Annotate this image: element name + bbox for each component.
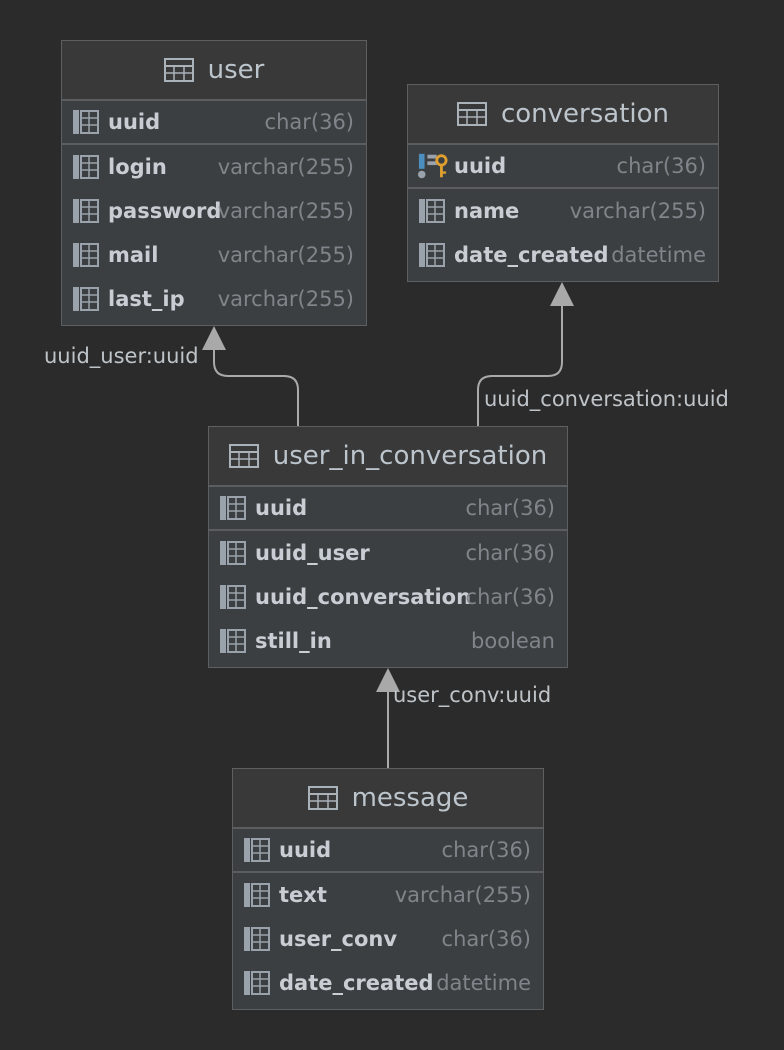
table-header-user-in-conversation[interactable]: user_in_conversation [209, 427, 567, 487]
column-type: varchar(255) [569, 199, 706, 223]
column-type: char(36) [465, 585, 555, 609]
column-name: still_in [255, 629, 332, 653]
column-type: char(36) [465, 541, 555, 565]
column-type: datetime [611, 243, 706, 267]
column-icon [243, 924, 273, 954]
column-name: date_created [454, 243, 609, 267]
column-icon [418, 196, 448, 226]
edge-label-user-conv: user_conv:uuid [393, 683, 552, 707]
column-icon [72, 152, 102, 182]
column-name: uuid [255, 496, 308, 520]
column-type: char(36) [441, 838, 531, 862]
table-icon [163, 58, 194, 82]
table-message[interactable]: message uuid char(36) text varchar(255) … [232, 768, 544, 1010]
arrowhead-uic [376, 668, 400, 692]
column-type: varchar(255) [217, 155, 354, 179]
column-row[interactable]: still_in boolean [209, 619, 567, 663]
edge-label-uuid-conversation: uuid_conversation:uuid [484, 387, 729, 411]
arrowhead-conversation [550, 282, 574, 306]
column-row[interactable]: password varchar(255) [62, 189, 366, 233]
column-name: login [108, 155, 167, 179]
table-title: user [207, 55, 265, 85]
column-name: text [279, 883, 327, 907]
column-row[interactable]: date_created datetime [408, 233, 718, 277]
column-type: char(36) [465, 496, 555, 520]
column-name: uuid [279, 838, 332, 862]
column-type: char(36) [441, 927, 531, 951]
column-type: char(36) [616, 154, 706, 178]
column-type: char(36) [264, 110, 354, 134]
column-icon [72, 107, 102, 137]
column-name: uuid [454, 154, 507, 178]
table-icon [456, 102, 487, 126]
column-icon [219, 582, 249, 612]
column-type: varchar(255) [217, 199, 354, 223]
column-icon [219, 493, 249, 523]
column-row[interactable]: uuid char(36) [209, 487, 567, 531]
table-conversation[interactable]: conversation uuid char(36) name varchar(… [407, 84, 719, 282]
table-title: message [351, 783, 469, 813]
column-row[interactable]: user_conv char(36) [233, 917, 543, 961]
arrowhead-user [202, 326, 226, 350]
column-row[interactable]: uuid_conversation char(36) [209, 575, 567, 619]
edge-label-uuid-user: uuid_user:uuid [44, 344, 199, 368]
table-header-user[interactable]: user [62, 41, 366, 101]
column-row[interactable]: mail varchar(255) [62, 233, 366, 277]
column-type: boolean [471, 629, 555, 653]
column-name: last_ip [108, 287, 185, 311]
table-icon [228, 444, 259, 468]
column-type: varchar(255) [217, 287, 354, 311]
column-name: uuid_conversation [255, 585, 472, 609]
column-row[interactable]: uuid_user char(36) [209, 531, 567, 575]
table-user-in-conversation[interactable]: user_in_conversation uuid char(36) uuid_… [208, 426, 568, 668]
column-icon [243, 835, 273, 865]
column-name: uuid_user [255, 541, 370, 565]
column-name: name [454, 199, 520, 223]
column-icon [243, 880, 273, 910]
column-name: date_created [279, 971, 434, 995]
column-type: varchar(255) [394, 883, 531, 907]
column-name: mail [108, 243, 159, 267]
column-row[interactable]: name varchar(255) [408, 189, 718, 233]
column-icon [243, 968, 273, 998]
column-icon [418, 240, 448, 270]
table-header-message[interactable]: message [233, 769, 543, 829]
column-type: datetime [436, 971, 531, 995]
column-name: password [108, 199, 222, 223]
column-row[interactable]: uuid char(36) [408, 145, 718, 189]
column-icon [72, 284, 102, 314]
column-icon [219, 626, 249, 656]
column-type: varchar(255) [217, 243, 354, 267]
column-row[interactable]: text varchar(255) [233, 873, 543, 917]
column-row[interactable]: date_created datetime [233, 961, 543, 1005]
table-title: conversation [500, 99, 670, 129]
table-header-conversation[interactable]: conversation [408, 85, 718, 145]
table-user[interactable]: user uuid char(36) login varchar(255) pa… [61, 40, 367, 326]
column-icon [72, 196, 102, 226]
column-row[interactable]: last_ip varchar(255) [62, 277, 366, 321]
table-icon [307, 786, 338, 810]
edge-uic-to-conversation[interactable] [477, 298, 563, 426]
column-name: user_conv [279, 927, 398, 951]
column-name: uuid [108, 110, 161, 134]
primary-key-icon [418, 151, 448, 181]
table-title: user_in_conversation [272, 441, 548, 471]
column-row[interactable]: login varchar(255) [62, 145, 366, 189]
column-row[interactable]: uuid char(36) [62, 101, 366, 145]
edge-uic-to-user[interactable] [213, 340, 299, 426]
column-icon [72, 240, 102, 270]
column-icon [219, 538, 249, 568]
column-row[interactable]: uuid char(36) [233, 829, 543, 873]
